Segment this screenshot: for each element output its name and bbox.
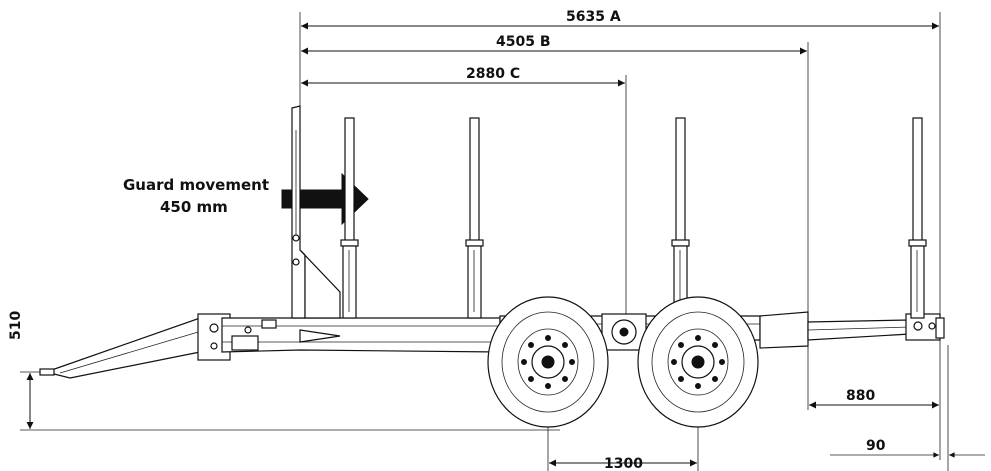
- trailer-drawing: [39, 105, 945, 428]
- bogie-assembly: [601, 313, 647, 351]
- drawbar: [39, 313, 231, 379]
- stake-2: [465, 117, 484, 319]
- dim-label-b: 4505 B: [496, 34, 551, 50]
- front-guard: [291, 105, 341, 319]
- guard-label-line1: Guard movement: [123, 176, 269, 194]
- dim-label-a: 5635 A: [566, 9, 621, 25]
- stake-4: [908, 117, 927, 319]
- wheel-rear: [637, 296, 759, 428]
- dim-label-1300: 1300: [604, 456, 643, 471]
- dim-label-c: 2880 C: [466, 66, 520, 82]
- dim-label-90: 90: [866, 438, 886, 454]
- dim-label-510: 510: [8, 311, 24, 340]
- wheel-front: [487, 296, 609, 428]
- stake-3: [671, 117, 690, 319]
- guard-label-line2: 450 mm: [160, 198, 228, 216]
- stake-1: [340, 117, 359, 319]
- dim-label-880: 880: [846, 388, 875, 404]
